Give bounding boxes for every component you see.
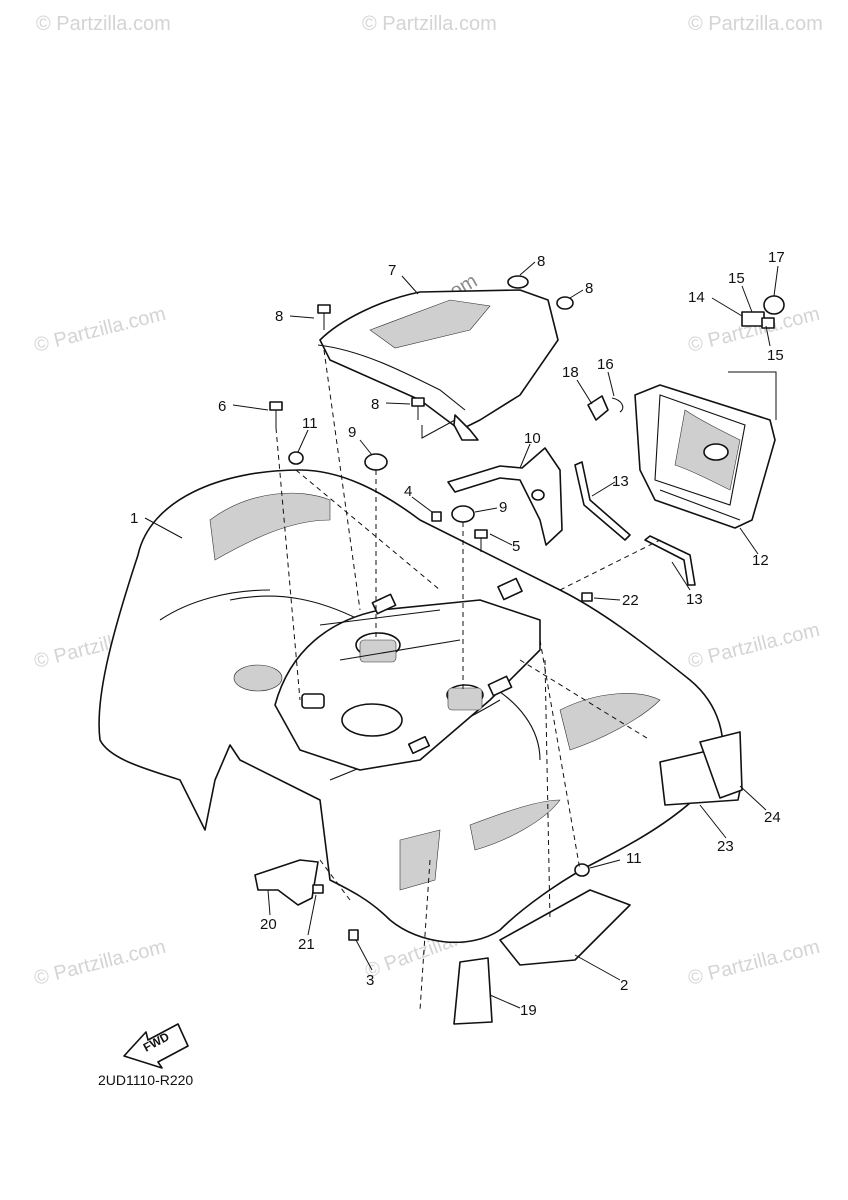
callout-20: 20: [260, 916, 277, 933]
assembly-lines: [275, 349, 777, 1011]
callout-9b: 9: [499, 499, 507, 516]
bolt-8a: [317, 304, 331, 330]
watermark: © Partzilla.com: [36, 13, 171, 35]
callout-10: 10: [524, 430, 541, 447]
callout-7: 7: [388, 262, 396, 279]
callout-labels: 1 2 3 4 5 6 7 8 8 8 8 9 9 10 11 11 12 13…: [130, 249, 785, 1019]
watermark: © Partzilla.com: [686, 936, 822, 990]
leader-lines: [144, 261, 779, 1009]
part-7-top-cover: [317, 289, 559, 441]
part-19-mudguard: [453, 957, 493, 1025]
bolt-21: [312, 884, 324, 894]
callout-19: 19: [520, 1002, 537, 1019]
callout-8b: 8: [585, 280, 593, 297]
part-1-rear-fender: [98, 469, 724, 944]
callout-8c: 8: [275, 308, 283, 325]
callout-15b: 15: [767, 347, 784, 364]
watermark: © Partzilla.com: [686, 619, 822, 673]
part-2-flap: [499, 889, 631, 966]
callout-8d: 8: [371, 396, 379, 413]
nut-11a: [288, 451, 304, 465]
fasteners: [269, 275, 785, 941]
bolt-8b: [411, 397, 425, 420]
clip-4: [431, 511, 442, 522]
callout-6: 6: [218, 398, 226, 415]
callout-12: 12: [752, 552, 769, 569]
callout-9a: 9: [348, 424, 356, 441]
callout-11a: 11: [302, 415, 318, 432]
callout-4: 4: [404, 483, 412, 500]
watermark: © Partzilla.com: [362, 13, 497, 35]
grommet-8d: [556, 296, 574, 310]
callout-5: 5: [512, 538, 520, 555]
callout-3: 3: [366, 972, 374, 989]
part-20-bracket: [254, 859, 319, 906]
callout-8a: 8: [537, 253, 545, 270]
part-12-storage-box: [634, 384, 776, 529]
callout-11b: 11: [626, 850, 642, 867]
callout-18: 18: [562, 364, 579, 381]
callout-1: 1: [130, 510, 138, 527]
callout-24: 24: [764, 809, 781, 826]
grommet-9b: [451, 505, 475, 523]
bolt-22: [581, 592, 593, 602]
part-24-mudflap: [699, 731, 743, 799]
watermark: © Partzilla.com: [32, 936, 168, 990]
callout-16: 16: [597, 356, 614, 373]
grommet-8c: [507, 275, 529, 289]
callout-13b: 13: [686, 591, 703, 608]
callout-17: 17: [768, 249, 785, 266]
clip-16: [611, 397, 624, 413]
watermark: © Partzilla.com: [686, 303, 822, 357]
callout-13a: 13: [612, 473, 629, 490]
part-10-bracket: [447, 447, 563, 546]
callout-2: 2: [620, 977, 628, 994]
callout-14: 14: [688, 289, 705, 306]
diagram-reference-code: 2UD1110-R220: [98, 1072, 194, 1088]
bolt-5: [474, 529, 488, 552]
fwd-arrow-icon: FWD: [123, 1023, 189, 1069]
watermark: © Partzilla.com: [688, 13, 823, 35]
callout-21: 21: [298, 936, 315, 953]
key-18: [587, 395, 609, 421]
bolt-6: [269, 401, 283, 428]
watermark: © Partzilla.com: [32, 303, 168, 357]
clip-3: [348, 929, 359, 941]
callout-23: 23: [717, 838, 734, 855]
callout-15a: 15: [728, 270, 745, 287]
grommet-9a: [364, 453, 388, 471]
callout-22: 22: [622, 592, 639, 609]
part-13-straps: [574, 461, 696, 586]
nut-11b: [574, 863, 590, 877]
